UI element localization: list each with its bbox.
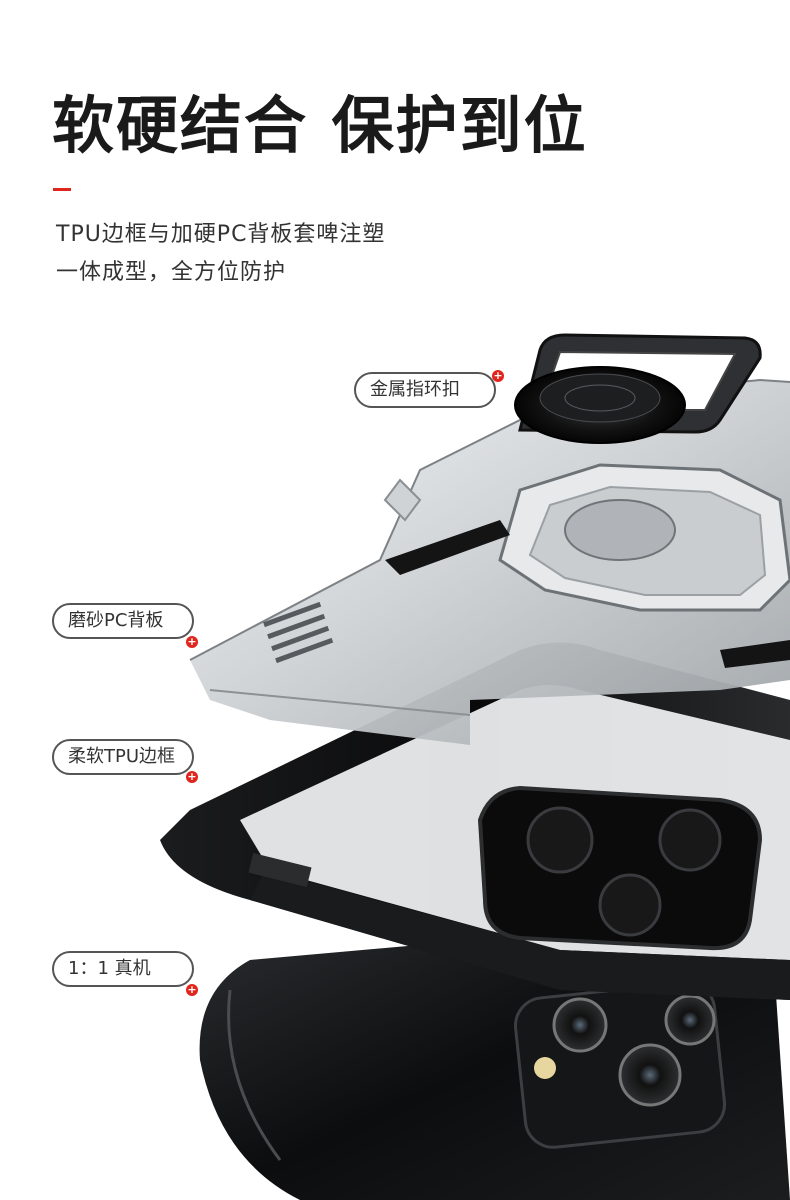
callout-phone-fit: 1：1 真机	[52, 951, 194, 987]
page-title: 软硬结合 保护到位	[52, 89, 588, 162]
frosted-pc-backplate	[189, 378, 790, 745]
product-exploded-illustration	[160, 333, 790, 1200]
callout-frosted-pc-backplate: 磨砂PC背板	[52, 603, 194, 639]
callout-label: 柔软TPU边框	[68, 746, 176, 767]
callout-label: 金属指环扣	[370, 379, 460, 400]
callout-metal-ring: 金属指环扣	[354, 372, 496, 408]
plus-icon: +	[186, 770, 198, 783]
accent-divider	[53, 188, 71, 191]
metal-ring-holder	[514, 333, 762, 444]
plus-icon: +	[186, 635, 198, 648]
tpu-frame	[160, 642, 790, 1000]
plus-icon: +	[186, 983, 198, 996]
subtitle-line-1: TPU边框与加硬PC背板套啤注塑	[56, 222, 386, 247]
callout-label: 1：1 真机	[68, 958, 151, 979]
callout-soft-tpu-frame: 柔软TPU边框	[52, 739, 194, 775]
subtitle-line-2: 一体成型，全方位防护	[56, 260, 287, 285]
callout-label: 磨砂PC背板	[68, 610, 164, 631]
plus-icon: +	[492, 369, 504, 382]
